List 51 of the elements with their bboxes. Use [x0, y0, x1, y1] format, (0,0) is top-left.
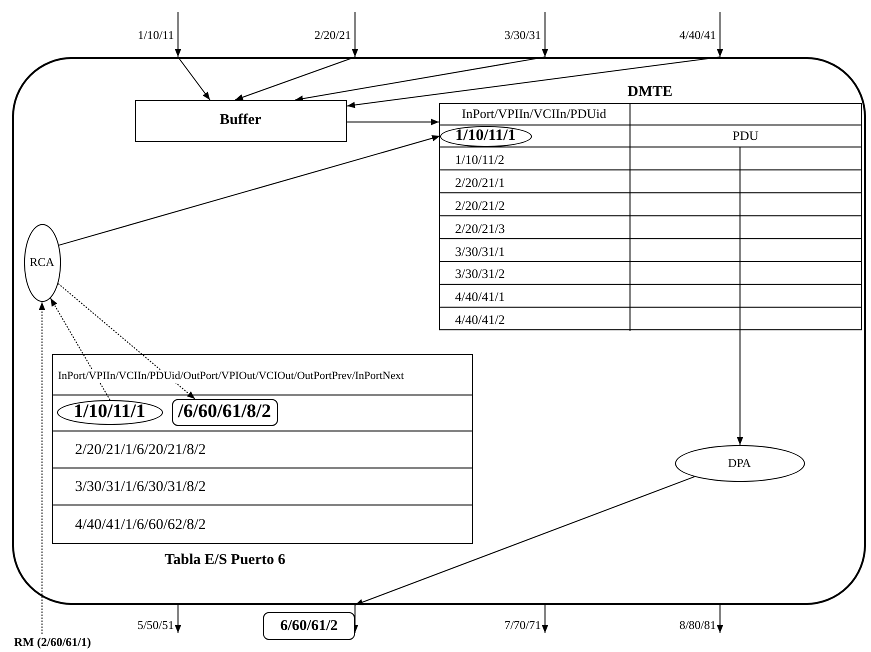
arrow — [346, 56, 720, 108]
arrow — [38, 301, 46, 634]
arrow — [174, 604, 182, 634]
table-entry: 3/30/31/1/6/30/31/8/2 — [75, 480, 206, 495]
edge-label: 1/10/11 — [138, 29, 174, 41]
table-entry: 1/10/11/2 — [455, 152, 504, 166]
highlight-box: /6/60/61/8/2 — [172, 398, 278, 426]
highlight-ellipse: 1/10/11/1 — [56, 400, 162, 424]
arrow — [178, 56, 210, 100]
arrow — [346, 118, 440, 126]
table-entry: 3/30/31/1 — [455, 244, 505, 258]
highlight-ellipse: 1/10/11/1 — [440, 126, 532, 146]
edge-label: 5/50/51 — [137, 619, 174, 631]
arrow — [542, 604, 548, 634]
arrow — [294, 56, 546, 102]
table-entry: 2/20/21/1 — [455, 176, 505, 189]
table-title: Tabla E/S Puerto 6 — [164, 552, 286, 568]
edge-label: 3/30/31 — [504, 29, 541, 41]
process-box: Buffer — [134, 100, 346, 142]
table-entry: 4/40/41/1/6/60/62/8/2 — [75, 518, 206, 533]
edge-label: 8/80/81 — [679, 619, 716, 631]
arrow — [58, 283, 196, 400]
edge-label: 7/70/71 — [504, 619, 541, 631]
table-entry: 2/20/21/2 — [455, 198, 505, 212]
column-header: InPort/VPIIn/VCIIn/PDUid — [438, 102, 630, 124]
arrow — [50, 298, 110, 400]
arrow — [352, 12, 358, 58]
output-connection-box: 6/60/61/2 — [263, 612, 355, 640]
table-entry: 3/30/31/2 — [455, 267, 505, 280]
arrow — [542, 12, 548, 58]
arrow — [716, 604, 724, 634]
table-entry: 2/20/21/1/6/20/21/8/2 — [75, 443, 206, 458]
table-entry: 2/20/21/3 — [455, 222, 505, 235]
message-label: RM (2/60/61/1) — [14, 634, 134, 650]
arrow — [354, 476, 695, 606]
table-entry: 4/40/41/1 — [455, 290, 505, 304]
process-ellipse: RCA — [24, 224, 60, 302]
table-entry: InPort/VPIIn/VCIIn/PDUid/OutPort/VPIOut/VCIOut/OutPortPrev/InPortNext — [58, 370, 404, 383]
arrow — [234, 56, 356, 100]
device-outline — [12, 57, 866, 605]
arrow — [716, 12, 724, 58]
edge-label: 4/40/41 — [679, 29, 716, 41]
column-label: PDU — [630, 124, 862, 146]
arrow — [58, 135, 441, 246]
arrow — [174, 12, 182, 58]
edge-label: 2/20/21 — [314, 29, 351, 41]
arrow — [352, 604, 358, 634]
arrow — [736, 146, 744, 446]
process-ellipse: DPA — [674, 444, 804, 482]
table-title: DMTE — [626, 84, 674, 100]
table-entry: 4/40/41/2 — [455, 313, 505, 326]
